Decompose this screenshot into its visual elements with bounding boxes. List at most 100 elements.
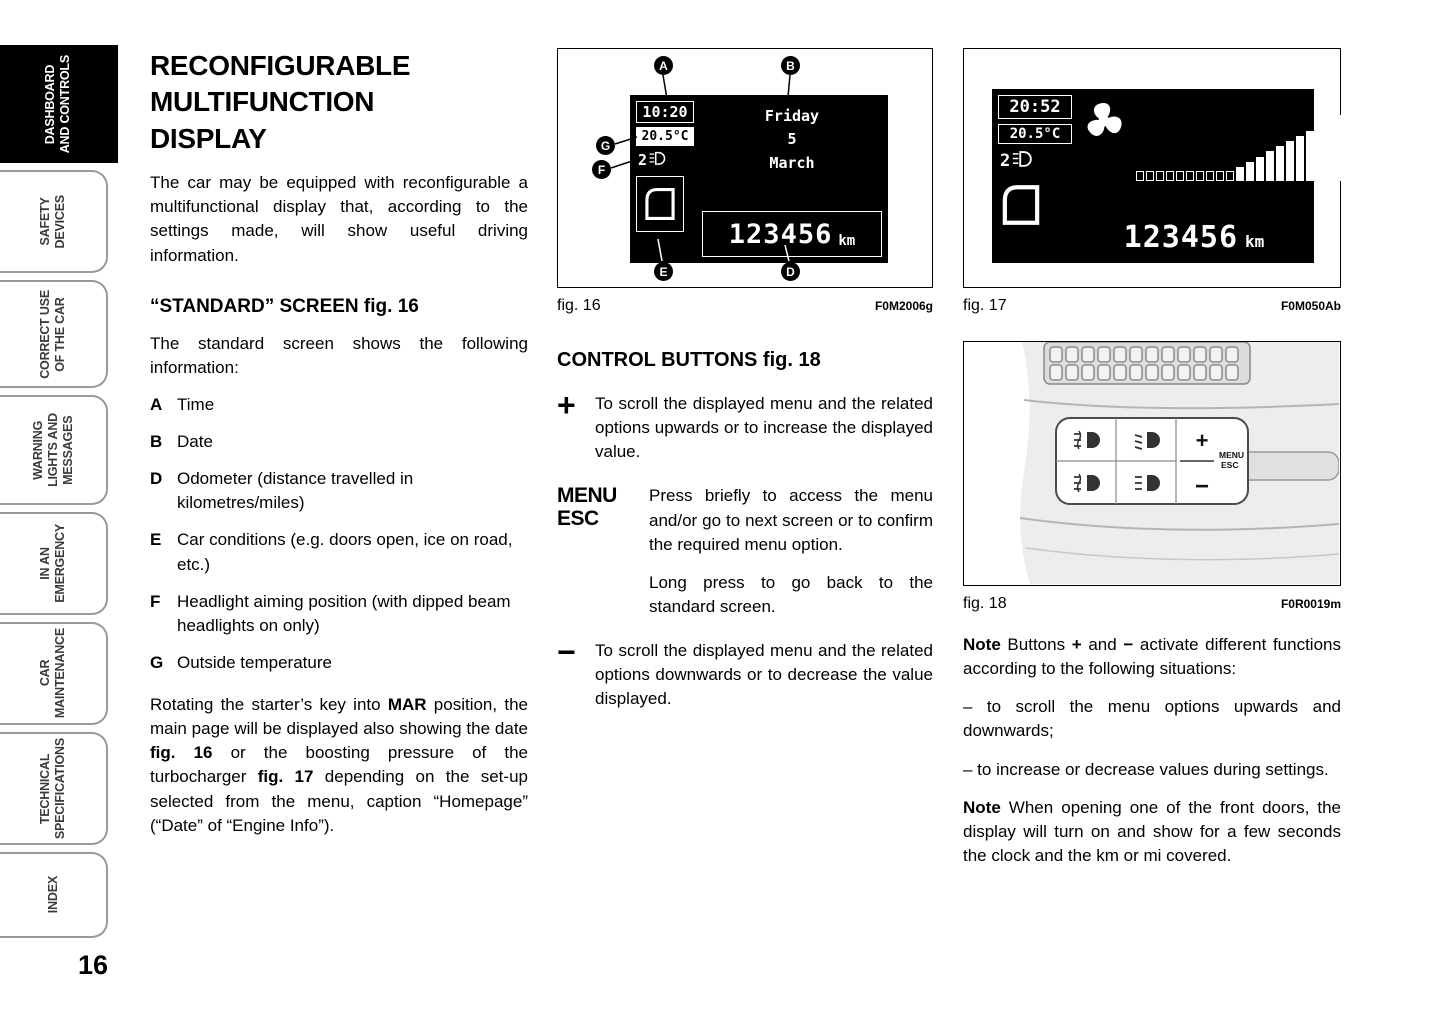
right-column: 20:52 20.5°C 2 [963, 48, 1354, 868]
list-item-odometer: D Odometer (distance travelled in kilome… [150, 467, 528, 515]
display-outside-temperature: 20.5°C [998, 124, 1072, 144]
callout-d: D [781, 262, 800, 281]
page-number: 16 [78, 950, 109, 980]
tab-index: INDEX [0, 852, 108, 938]
left-text-column: RECONFIGURABLE MULTIFUNCTION DISPLAY The… [150, 48, 528, 838]
item-text: Outside temperature [177, 652, 332, 672]
menu-esc-button-symbol: MENU ESC [557, 484, 617, 531]
chapter-tab-rail: DASHBOARD AND CONTROLS SAFETY DEVICES CO… [0, 45, 122, 945]
date-day: 5 [787, 130, 797, 149]
item-text: Date [177, 432, 213, 452]
closing-paragraph: Rotating the starter’s key into MAR posi… [150, 695, 529, 835]
control-item-text: Press briefly to access the menu and/or … [649, 484, 933, 619]
control-item-plus: + To scroll the displayed menu and the r… [557, 389, 933, 464]
item-text: Time [177, 394, 215, 414]
display-left-column: 20:52 20.5°C 2 [998, 95, 1072, 233]
display-left-column: 10:20 20.5°C 2 [636, 101, 694, 232]
figure-18-caption-row: fig. 18 F0R0019m [963, 595, 1341, 613]
display-right-area: Friday 5 March 123456 km [702, 101, 882, 257]
door-open-icon [636, 176, 684, 232]
item-text: Car conditions (e.g. doors open, ice on … [177, 530, 513, 574]
callout-g: G [596, 136, 615, 155]
figure-caption: fig. 16 [557, 297, 601, 314]
item-letter: F [150, 591, 161, 611]
figure-18: + − MENU ESC fig. 18 F0R0019m [963, 341, 1341, 613]
tab-label: CAR MAINTENANCE [38, 628, 67, 719]
tab-label: CORRECT USE OF THE CAR [38, 289, 67, 379]
esc-label: ESC [1221, 460, 1238, 470]
door-open-icon [998, 181, 1072, 233]
bullet-increase-decrease: – to increase or decrease values during … [963, 759, 1329, 779]
figure-code: F0R0019m [1280, 597, 1341, 611]
tab-in-an-emergency: IN AN EMERGENCY [0, 512, 108, 615]
display-outside-temperature: 20.5°C [636, 127, 694, 146]
figure-16-frame: 10:20 20.5°C 2 [557, 48, 933, 288]
headlight-icon [648, 151, 668, 169]
minus-button-symbol: − [557, 634, 576, 670]
control-paragraph: To scroll the displayed menu and the rel… [595, 394, 933, 462]
tab-safety-devices: SAFETY DEVICES [0, 170, 108, 273]
item-letter: D [150, 469, 163, 489]
item-text: Headlight aiming position (with dipped b… [177, 591, 511, 635]
headlight-icon [1011, 150, 1035, 172]
item-letter: E [150, 530, 162, 550]
notes-block: Note Buttons + and − activate different … [963, 633, 1341, 868]
tab-label: IN AN EMERGENCY [38, 524, 67, 603]
control-paragraph: To scroll the displayed menu and the rel… [595, 641, 933, 709]
date-month: March [769, 153, 815, 172]
tab-label: WARNING LIGHTS AND MESSAGES [30, 413, 75, 487]
page-title: RECONFIGURABLE MULTIFUNCTION DISPLAY [150, 50, 411, 154]
low-beam-icon [1134, 432, 1160, 450]
standard-screen-heading: “STANDARD” SCREEN fig. 16 [150, 295, 419, 317]
odometer-value: 123456 [728, 218, 833, 250]
minus-button: − [1195, 473, 1209, 500]
note-front-doors: Note When opening one of the front doors… [963, 797, 1341, 865]
list-item-date: B Date [150, 430, 528, 454]
callout-e: E [654, 262, 673, 281]
display-date: Friday 5 March [702, 101, 882, 175]
tab-dashboard-and-controls: DASHBOARD AND CONTROLS [0, 45, 118, 163]
display-time: 10:20 [636, 101, 694, 123]
display-odometer: 123456 km [702, 211, 882, 257]
callout-f: F [592, 160, 611, 179]
note-buttons: Note Buttons + and − activate different … [963, 635, 1341, 679]
headlight-aiming-indicator: 2 [636, 151, 694, 169]
rear-fog-light-icon [1074, 473, 1100, 493]
tab-label: TECHNICAL SPECIFICATIONS [38, 737, 67, 840]
callout-b: B [781, 56, 800, 75]
figure-caption: fig. 17 [963, 297, 1007, 314]
figure-16-caption-row: fig. 16 F0M2006g [557, 297, 933, 315]
figure-16: 10:20 20.5°C 2 [557, 48, 933, 315]
turbo-fan-icon [1080, 97, 1128, 149]
tab-label: SAFETY DEVICES [38, 194, 67, 249]
odometer-unit: km [1245, 232, 1265, 251]
item-text: Odometer (distance travelled in kilometr… [177, 469, 414, 513]
item-letter: G [150, 652, 164, 672]
headlight-aiming-level: 2 [638, 151, 648, 169]
plus-button: + [1196, 428, 1209, 453]
figure-code: F0M2006g [874, 299, 933, 313]
figure-17-frame: 20:52 20.5°C 2 [963, 48, 1354, 288]
figure-18-frame: + − MENU ESC [963, 341, 1341, 586]
figure-17: 20:52 20.5°C 2 [963, 48, 1354, 315]
control-item-text: To scroll the displayed menu and the rel… [595, 392, 933, 464]
multifunction-display-standard: 10:20 20.5°C 2 [630, 95, 888, 263]
figure-17-caption-row: fig. 17 F0M050Ab [963, 297, 1341, 315]
figure-caption: fig. 18 [963, 595, 1007, 612]
menu-label: MENU [1219, 450, 1244, 460]
control-item-menu-esc: MENU ESC Press briefly to access the men… [557, 484, 933, 619]
middle-column: 10:20 20.5°C 2 [557, 48, 933, 711]
tab-warning-lights-and-messages: WARNING LIGHTS AND MESSAGES [0, 395, 108, 505]
intro-paragraph: The car may be equipped with reconfigura… [150, 173, 528, 265]
tab-label: DASHBOARD AND CONTROLS [43, 54, 72, 154]
tab-car-maintenance: CAR MAINTENANCE [0, 622, 108, 725]
list-item-car-conditions: E Car conditions (e.g. doors open, ice o… [150, 528, 528, 576]
control-paragraph: Long press to go back to the standard sc… [649, 572, 933, 616]
list-item-outside-temperature: G Outside temperature [150, 651, 528, 675]
item-letter: A [150, 394, 163, 414]
tab-technical-specifications: TECHNICAL SPECIFICATIONS [0, 732, 108, 845]
date-weekday: Friday [764, 107, 820, 125]
control-buttons-heading: CONTROL BUTTONS fig. 18 [557, 349, 821, 371]
